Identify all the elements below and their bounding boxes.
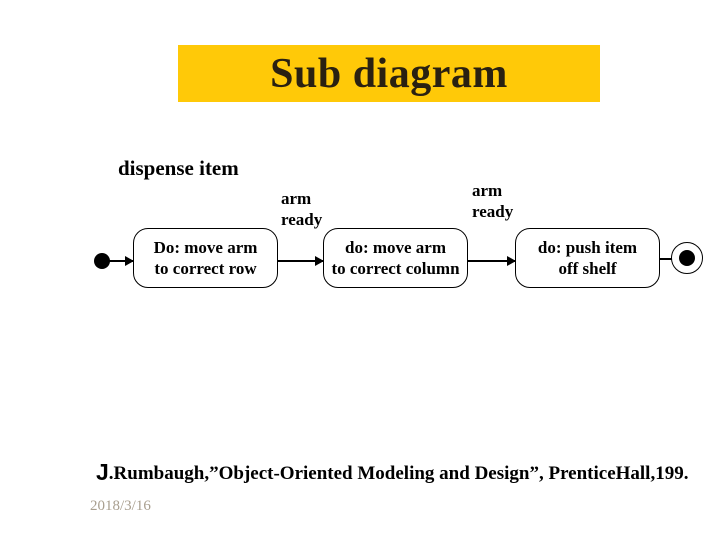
final-state-inner-dot [679, 250, 695, 266]
final-state-icon [671, 242, 703, 274]
transition-arrow-1 [278, 256, 324, 266]
transition-arrow-end [659, 258, 673, 260]
state-label-line: Do: move arm [153, 238, 258, 257]
state-box-move-row: Do: move arm to correct row [133, 228, 278, 288]
state-label-line: to correct row [154, 259, 257, 278]
transition-label-arm-ready-2: arm ready [472, 180, 513, 222]
citation-text: .Rumbaugh,”Object-Oriented Modeling and … [108, 463, 689, 484]
state-label-line: do: move arm [344, 238, 447, 257]
initial-state-icon [94, 253, 110, 269]
transition-arrow-start [108, 256, 134, 266]
transition-label-line: arm [472, 181, 503, 200]
diagram-heading: dispense item [118, 156, 239, 180]
transition-arrow-2 [468, 256, 516, 266]
title-bar: Sub diagram [178, 45, 600, 102]
citation: J.Rumbaugh,”Object-Oriented Modeling and… [96, 459, 696, 486]
transition-label-line: ready [472, 202, 514, 221]
transition-label-arm-ready-1: arm ready [281, 188, 322, 230]
state-label-line: do: push item [537, 238, 638, 257]
state-label-line: off shelf [558, 259, 617, 278]
transition-label-line: ready [281, 210, 323, 229]
state-box-move-column: do: move arm to correct column [323, 228, 468, 288]
arrow-head-icon [507, 256, 516, 266]
state-label-line: to correct column [331, 259, 460, 278]
transition-label-line: arm [281, 189, 312, 208]
citation-initial: J [96, 459, 109, 485]
slide-title: Sub diagram [270, 50, 508, 97]
date-stamp: 2018/3/16 [90, 498, 151, 514]
arrow-head-icon [315, 256, 324, 266]
arrow-head-icon [125, 256, 134, 266]
state-box-push-item: do: push item off shelf [515, 228, 660, 288]
